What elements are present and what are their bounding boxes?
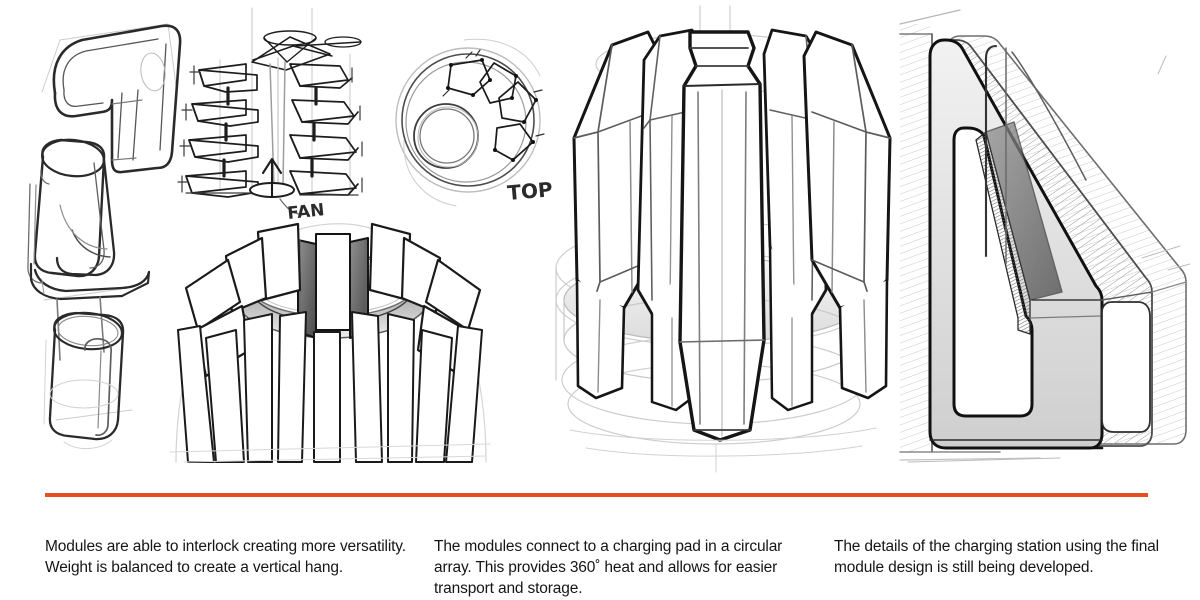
sketch-board: FAN	[27, 5, 1191, 473]
caption-charging-station: The details of the charging station usin…	[834, 537, 1159, 576]
fan-annotation-label: FAN	[286, 200, 325, 224]
charging-pad-top-view	[395, 38, 545, 207]
sketch-artwork: FAN	[27, 5, 1191, 473]
caption-charging-pad: The modules connect to a charging pad in…	[434, 537, 783, 597]
orange-divider-rule	[45, 493, 1148, 497]
caption-row: Modules are able to interlock creating m…	[0, 520, 1200, 600]
charging-station-detail-sketch	[899, 9, 1191, 463]
caption-module-interlock: Modules are able to interlock creating m…	[45, 537, 406, 576]
radial-module-base-sketch	[169, 222, 491, 463]
charging-pad-circular-array-sketch	[555, 5, 892, 473]
top-annotation-label: TOP	[506, 177, 553, 205]
exploded-stack-fan-diagram	[177, 7, 363, 215]
interlocking-hook-module-sketch	[27, 23, 182, 449]
